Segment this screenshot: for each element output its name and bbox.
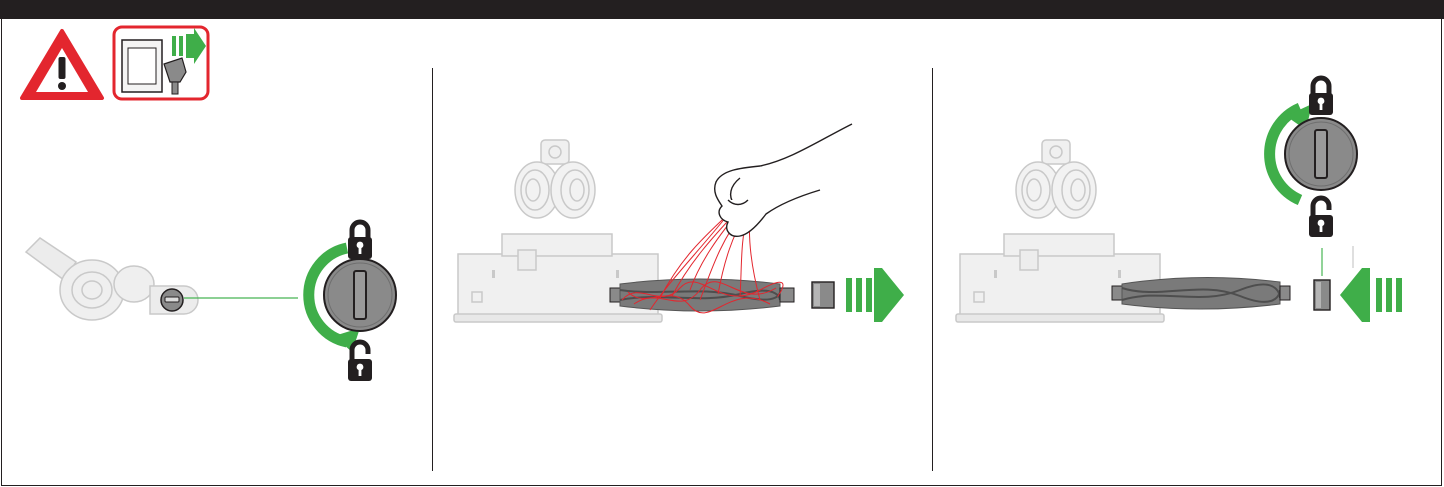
panel-divider-2 bbox=[932, 68, 933, 471]
warning-icon bbox=[20, 29, 104, 100]
unlocked-padlock-icon bbox=[348, 342, 372, 381]
page-frame bbox=[1, 19, 1442, 486]
end-cap-icon bbox=[811, 281, 835, 309]
unlocked-padlock-icon bbox=[1309, 198, 1333, 237]
panel-divider-1 bbox=[432, 68, 433, 471]
header-bar bbox=[0, 0, 1444, 19]
hand-icon bbox=[713, 123, 853, 237]
end-cap-dial-icon bbox=[1284, 117, 1358, 191]
slide-in-arrow-icon bbox=[1340, 268, 1402, 322]
locked-padlock-icon bbox=[1309, 78, 1333, 115]
cleaner-head-icon bbox=[24, 237, 199, 321]
unplug-icon bbox=[112, 25, 210, 101]
slide-out-arrow-icon bbox=[846, 268, 904, 322]
end-cap-dial-icon bbox=[323, 258, 397, 332]
brush-bar-icon bbox=[1111, 276, 1291, 310]
end-cap-icon bbox=[1313, 279, 1331, 311]
locked-padlock-icon bbox=[348, 222, 372, 259]
